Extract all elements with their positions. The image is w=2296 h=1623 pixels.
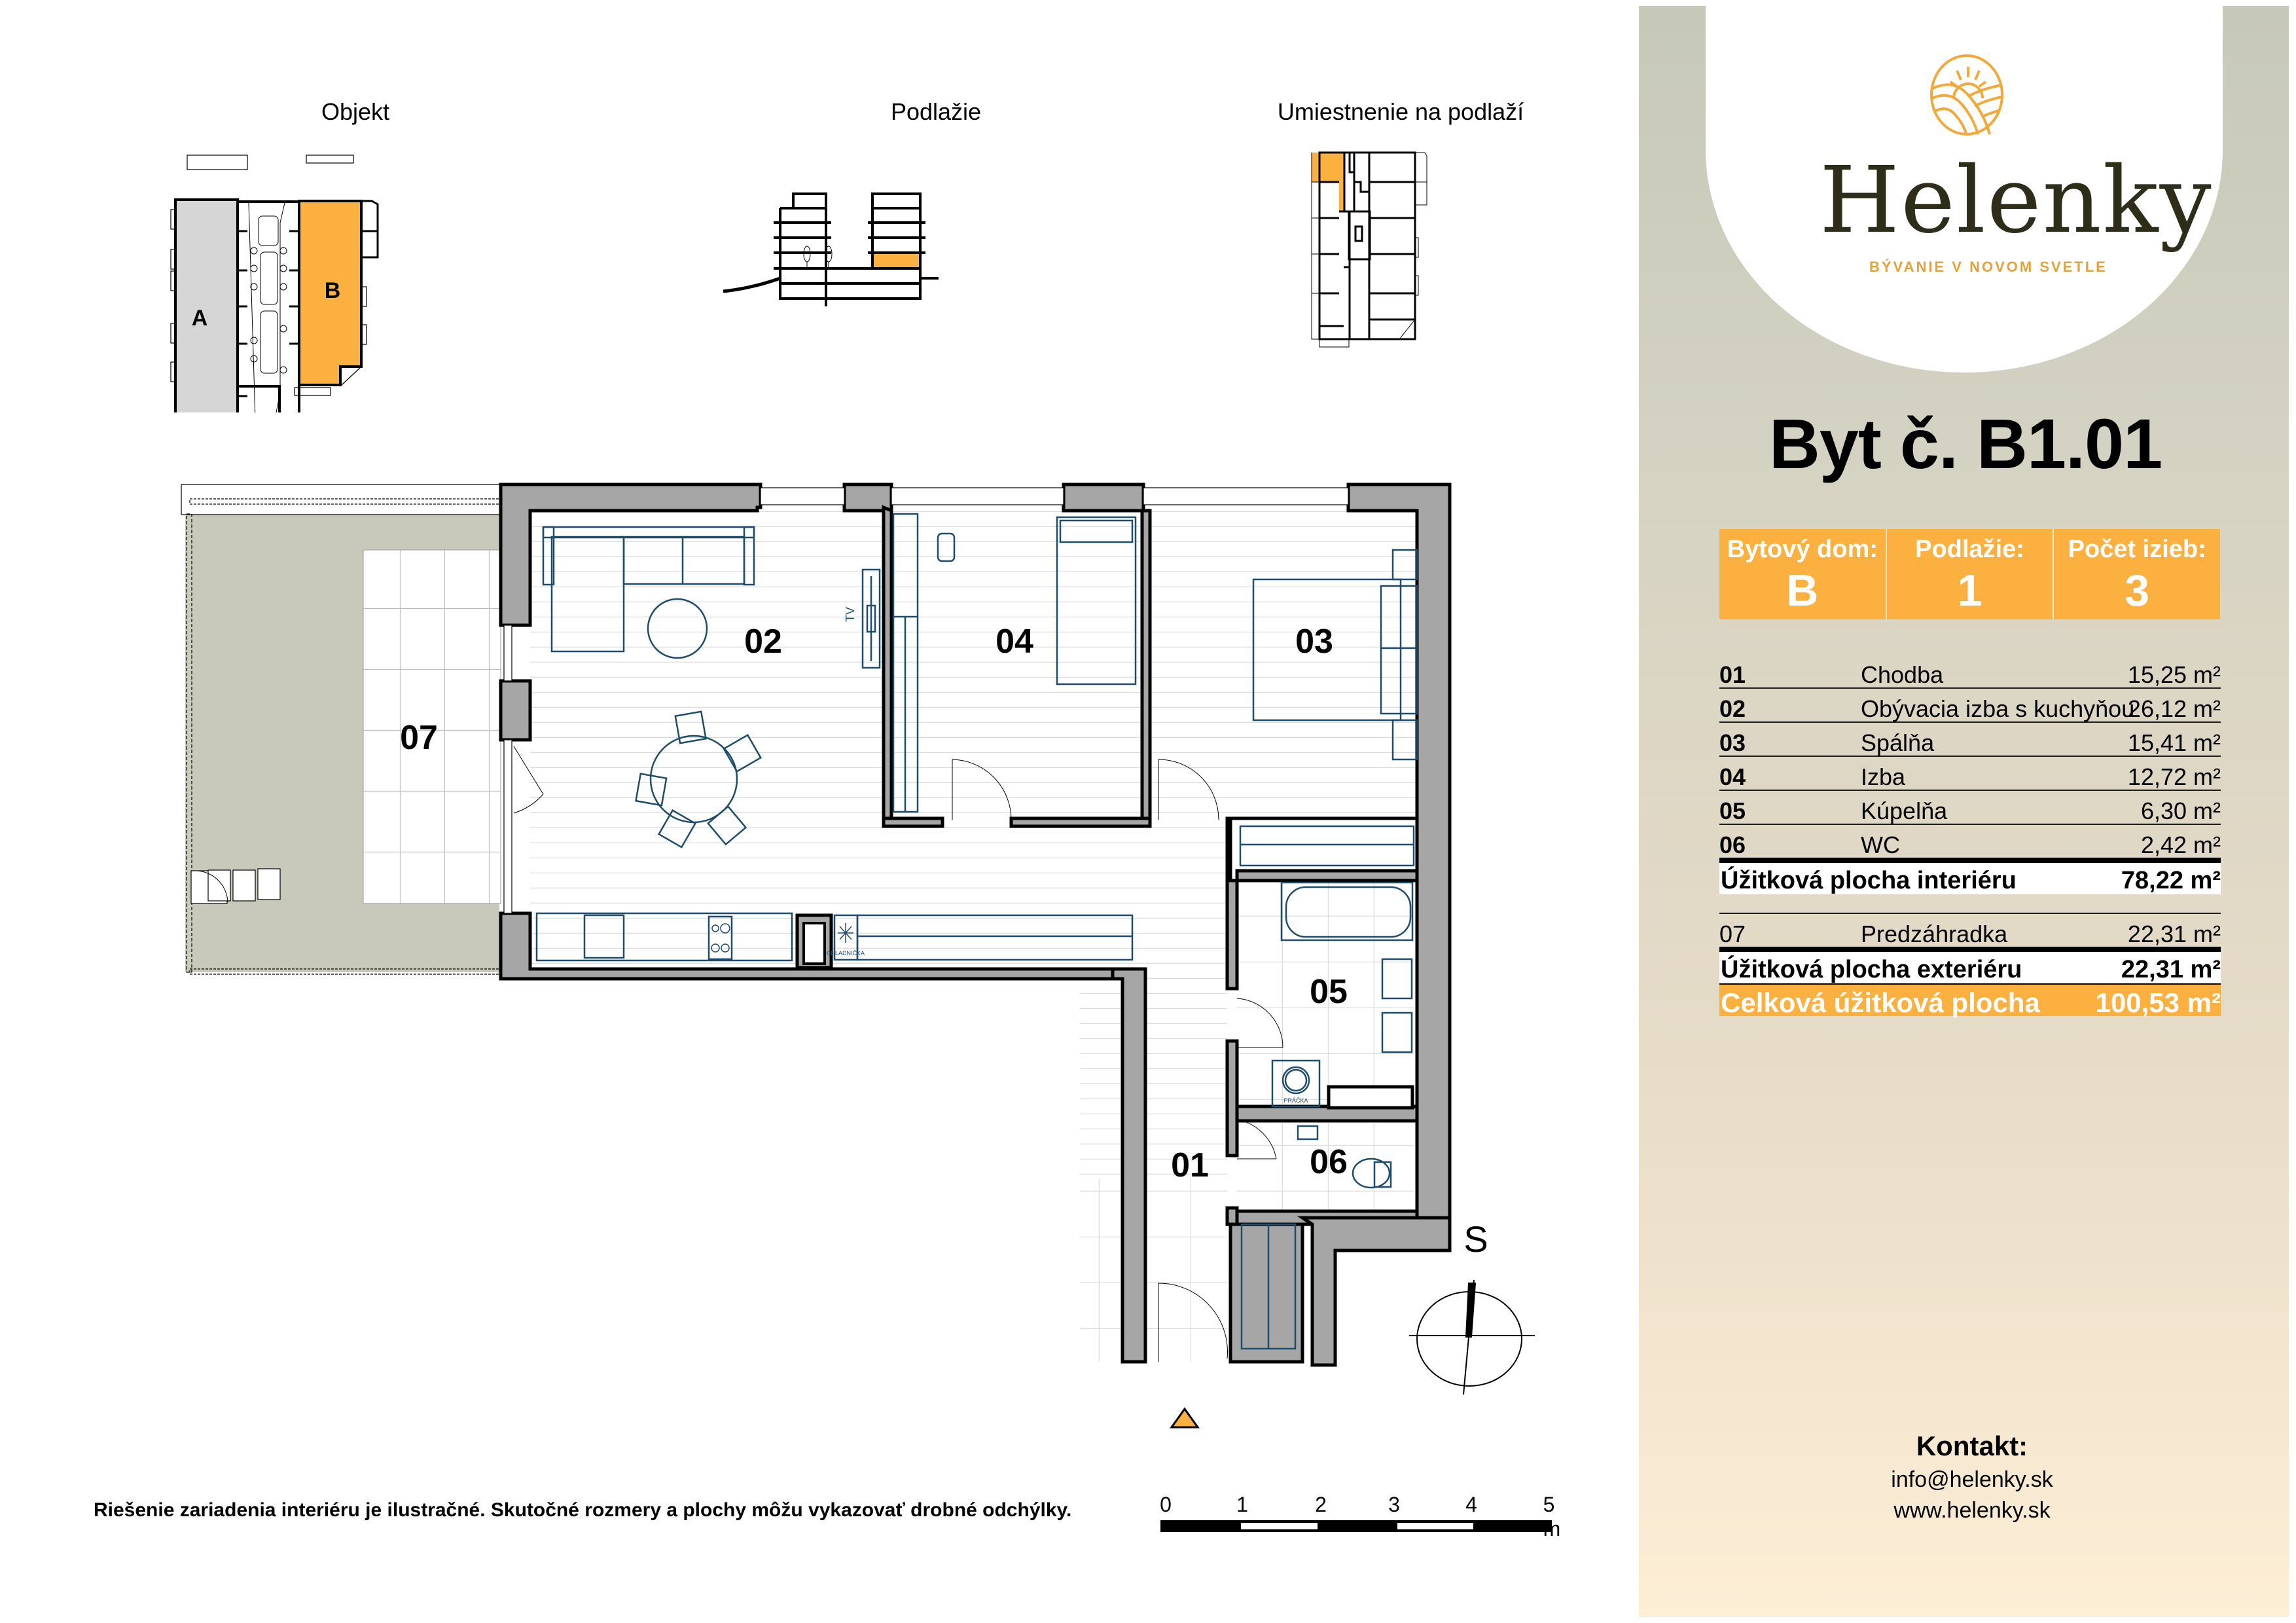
building-a-label: A: [192, 306, 208, 331]
room-num: 03: [1719, 729, 1746, 756]
contact-web-link[interactable]: www.helenky.sk: [1893, 1498, 2051, 1523]
tv-label: TV: [844, 607, 857, 622]
info-rooms-value: 3: [2125, 566, 2150, 615]
floor-location-diagram: [1311, 151, 1427, 348]
table-row: 02 Obývacia izba s kuchyňou 26,12 m²: [1719, 689, 2221, 723]
info-building: Bytový dom: B: [1719, 529, 1886, 619]
table-row: 07 Predzáhradka 22,31 m²: [1719, 914, 2221, 947]
fridge-label: CHLADNIČKA: [827, 950, 865, 957]
room-label-07: 07: [400, 719, 438, 757]
info-building-value: B: [1786, 566, 1819, 615]
room-name: WC: [1861, 831, 1900, 858]
room-label-04: 04: [996, 623, 1033, 661]
room-label-05: 05: [1310, 973, 1348, 1011]
scale-tick-3: 3: [1388, 1493, 1400, 1516]
apartment-title: Byt č. B1.01: [1768, 404, 2162, 483]
room-num: 02: [1719, 695, 1746, 722]
room-name: Predzáhradka: [1861, 921, 2008, 947]
caption-podlazie: Podlažie: [890, 98, 982, 125]
scale-tick-2: 2: [1315, 1493, 1327, 1516]
table-row: 01 Chodba 15,25 m²: [1719, 655, 2221, 689]
exterior-total-area: 22,31 m²: [2121, 956, 2221, 983]
contact-heading: Kontakt:: [1916, 1431, 2028, 1461]
grand-total-row: Celková úžitková plocha 100,53 m²: [1719, 983, 2221, 1018]
room-name: Spálňa: [1861, 729, 1935, 756]
compass-icon: [1409, 1279, 1535, 1395]
room-label-01: 01: [1171, 1146, 1209, 1184]
brand-wordmark: Helenky: [1820, 147, 2213, 254]
interior-total-label: Úžitková plocha interiéru: [1721, 867, 2017, 894]
contact-block: Kontakt: info@helenky.sk www.helenky.sk: [1891, 1431, 2053, 1523]
table-row: 04 Izba 12,72 m²: [1719, 757, 2221, 791]
room-area: 2,42 m²: [2140, 831, 2221, 858]
info-rooms: Počet izieb: 3: [2053, 529, 2220, 619]
helenky-sun-logo-icon: [1930, 54, 2003, 136]
scale-bar-white-1: [1241, 1523, 1318, 1529]
room-name: Chodba: [1861, 661, 1944, 688]
entrance-marker: [1170, 1407, 1200, 1429]
floor-plan: TV CHLADNIČKA: [181, 483, 1535, 1429]
caption-objekt: Objekt: [321, 98, 390, 125]
info-building-label: Bytový dom:: [1727, 536, 1878, 563]
table-row: 03 Spálňa 15,41 m²: [1719, 723, 2221, 757]
info-floor: Podlažie: 1: [1885, 529, 2053, 619]
table-spacer: [1719, 894, 2221, 914]
room-area: 22,31 m²: [2127, 921, 2221, 947]
contact-email-link[interactable]: info@helenky.sk: [1891, 1467, 2053, 1492]
room-num: 06: [1719, 831, 1746, 858]
apartment-info-bar: Bytový dom: B Podlažie: 1 Počet izieb: 3: [1719, 529, 2220, 619]
info-rooms-label: Počet izieb:: [2068, 536, 2206, 563]
room-area: 15,41 m²: [2127, 729, 2221, 756]
site-plan-diagram: A B: [170, 155, 379, 412]
room-name: Obývacia izba s kuchyňou: [1861, 695, 2135, 722]
table-row: 06 WC 2,42 m²: [1719, 825, 2221, 858]
compass-label: S: [1463, 1218, 1488, 1260]
disclaimer-note: Riešenie zariadenia interiéru je ilustra…: [94, 1499, 1072, 1521]
room-area: 12,72 m²: [2127, 763, 2221, 790]
washer-label: PRÁČKA: [1283, 1097, 1308, 1104]
room-num: 04: [1719, 763, 1746, 790]
info-floor-value: 1: [1957, 566, 1982, 615]
room-num: 01: [1719, 661, 1746, 688]
scale-tick-0: 0: [1160, 1493, 1172, 1516]
building-b-label: B: [325, 278, 341, 303]
interior-total-area: 78,22 m²: [2121, 867, 2221, 894]
room-num: 05: [1719, 797, 1746, 824]
room-area: 15,25 m²: [2127, 661, 2221, 688]
scale-tick-4: 4: [1465, 1493, 1477, 1516]
room-area-table: 01 Chodba 15,25 m² 02 Obývacia izba s ku…: [1719, 655, 2221, 1018]
table-row: 05 Kúpelňa 6,30 m²: [1719, 791, 2221, 825]
info-floor-label: Podlažie:: [1915, 536, 2024, 563]
room-label-02: 02: [744, 623, 782, 661]
interior-total-row: Úžitková plocha interiéru 78,22 m²: [1719, 858, 2221, 894]
grand-total-area: 100,53 m²: [2095, 987, 2221, 1018]
room-area: 6,30 m²: [2140, 797, 2221, 824]
logo-arch: [1706, 6, 2223, 373]
room-name: Kúpelňa: [1861, 797, 1948, 824]
scale-bar: 0 1 2 3 4 5 m: [1160, 1493, 1560, 1541]
scale-tick-5: 5 m: [1543, 1493, 1561, 1541]
grand-total-label: Celková úžitková plocha: [1721, 987, 2040, 1018]
exterior-total-label: Úžitková plocha exteriéru: [1721, 956, 2022, 983]
room-label-03: 03: [1295, 623, 1333, 661]
room-label-06: 06: [1310, 1143, 1348, 1181]
room-name: Izba: [1861, 763, 1906, 790]
scale-bar-white-2: [1397, 1523, 1473, 1529]
exterior-total-row: Úžitková plocha exteriéru 22,31 m²: [1719, 947, 2221, 983]
room-num: 07: [1719, 921, 1746, 947]
scale-tick-1: 1: [1236, 1493, 1248, 1516]
room-area: 26,12 m²: [2127, 695, 2221, 722]
scale-bar-black: [1160, 1520, 1552, 1532]
brand-tagline: BÝVANIE V NOVOM SVETLE: [1869, 259, 2108, 275]
floor-section-diagram: [723, 192, 939, 306]
caption-umiestnenie: Umiestnenie na podlaží: [1277, 98, 1524, 125]
